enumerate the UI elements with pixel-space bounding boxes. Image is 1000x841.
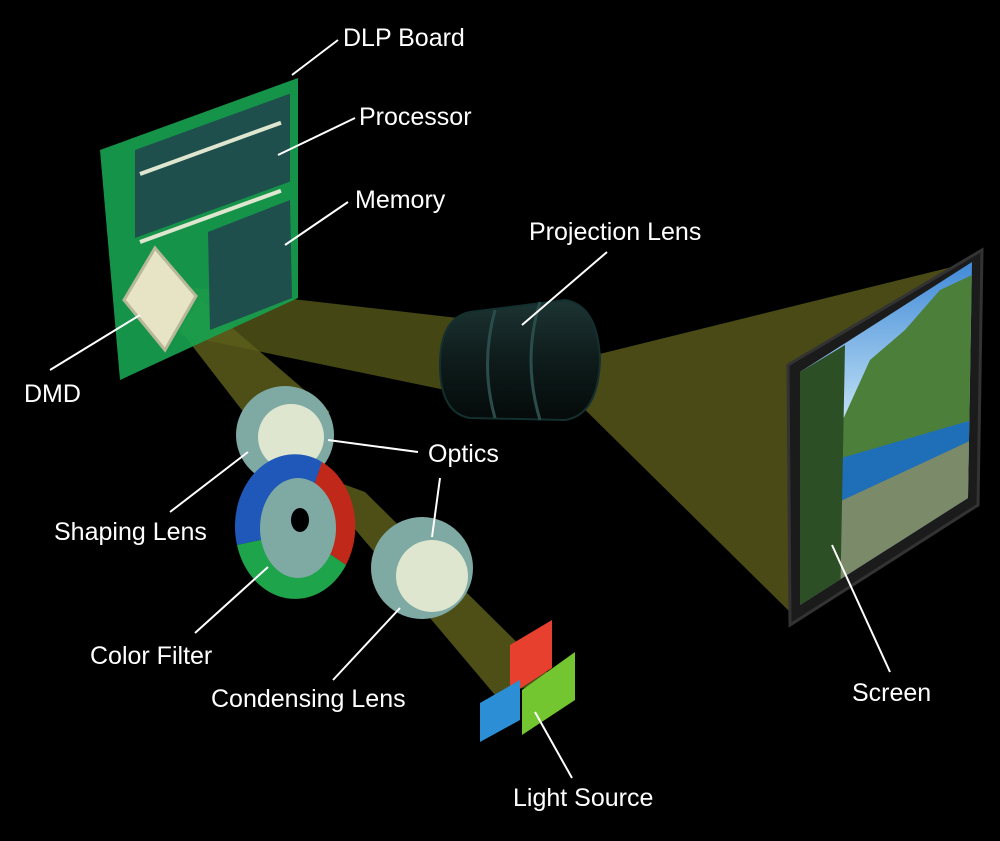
shaping-lens bbox=[236, 386, 334, 484]
dmd-label: DMD bbox=[24, 380, 81, 408]
processor-chip bbox=[135, 93, 290, 238]
processor-label: Processor bbox=[359, 103, 472, 131]
callout-light-source bbox=[534, 711, 573, 779]
callout-optics-condensing bbox=[431, 477, 441, 538]
callout-projection-lens bbox=[521, 251, 608, 326]
color-filter-label: Color Filter bbox=[90, 642, 213, 670]
screen-label: Screen bbox=[852, 679, 932, 707]
callout-shaping-lens bbox=[169, 451, 249, 513]
callout-lines bbox=[49, 39, 891, 779]
callout-color-filter bbox=[194, 566, 269, 634]
optics-label: Optics bbox=[428, 440, 499, 468]
callout-memory bbox=[284, 201, 349, 246]
condensing-lens bbox=[371, 517, 473, 619]
projection-lens bbox=[438, 298, 602, 422]
condensing-lens-label: Condensing Lens bbox=[211, 685, 406, 713]
callout-condensing-lens bbox=[332, 607, 401, 681]
callout-dmd bbox=[49, 314, 141, 371]
color-filter-wheel bbox=[234, 454, 356, 599]
light-source-label: Light Source bbox=[513, 784, 654, 812]
memory-label: Memory bbox=[355, 186, 446, 214]
dlp-board-label: DLP Board bbox=[343, 24, 465, 52]
callout-optics-shaping bbox=[327, 439, 419, 453]
dmd-chip bbox=[122, 245, 198, 353]
projection-lens-label: Projection Lens bbox=[529, 218, 702, 246]
processor-pins bbox=[139, 120, 282, 244]
callout-screen bbox=[831, 544, 891, 673]
memory-chip bbox=[208, 200, 292, 330]
callout-processor bbox=[277, 117, 356, 156]
shaping-lens-label: Shaping Lens bbox=[54, 518, 207, 546]
callout-dlp-board bbox=[291, 39, 339, 76]
